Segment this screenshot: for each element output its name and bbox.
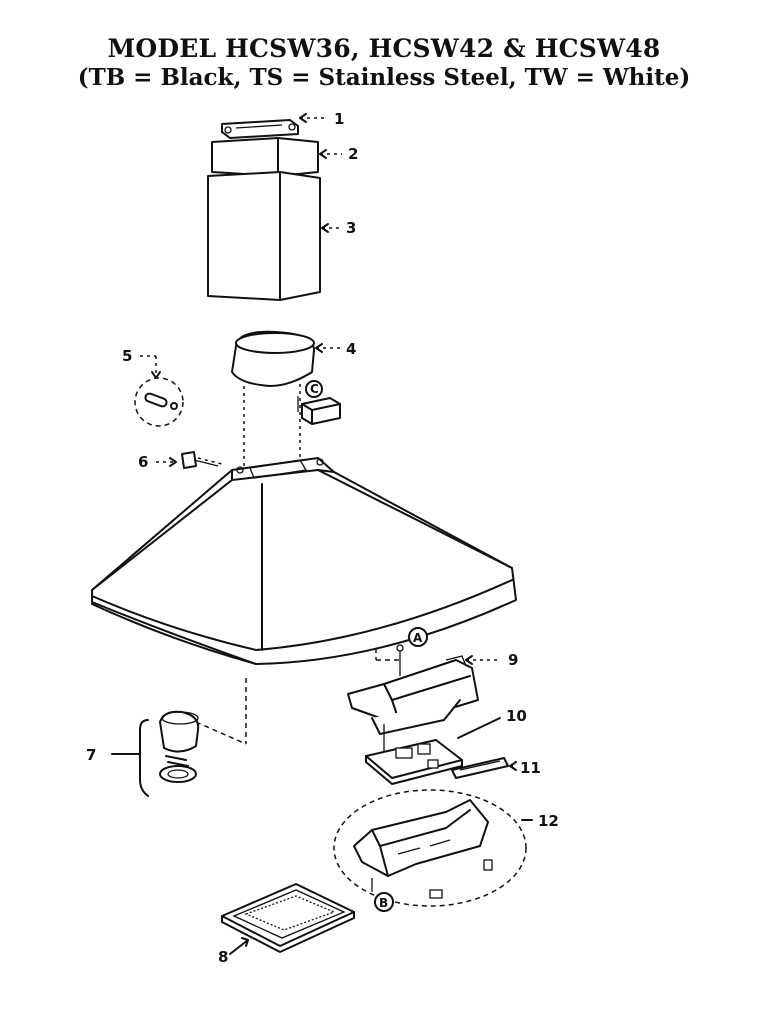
- callout-8: 8: [218, 948, 228, 966]
- part-10-control-board[interactable]: [365, 724, 463, 785]
- callout-11: 11: [520, 759, 541, 777]
- part-3-lower-chimney[interactable]: [207, 171, 321, 301]
- part-11-switch-strip[interactable]: [451, 757, 509, 779]
- part-2-upper-chimney[interactable]: [211, 137, 319, 177]
- connector-a-label: A: [413, 631, 423, 645]
- diagram-title: MODEL HCSW36, HCSW42 & HCSW48: [107, 34, 661, 63]
- part-8-grease-filter[interactable]: [221, 883, 355, 955]
- part-7-knob-assembly[interactable]: [111, 678, 247, 797]
- connector-a[interactable]: A: [375, 627, 428, 676]
- callout-3: 3: [346, 219, 356, 237]
- callout-4: 4: [346, 340, 356, 358]
- connector-b-label: B: [379, 896, 388, 910]
- callout-2: 2: [348, 145, 358, 163]
- callout-5: 5: [122, 347, 132, 365]
- part-5-screw-kit[interactable]: [134, 355, 184, 427]
- callout-10: 10: [506, 707, 527, 725]
- part-9-blower-housing[interactable]: [347, 655, 479, 735]
- part-1-bracket[interactable]: [221, 119, 299, 139]
- diagram-subtitle: (TB = Black, TS = Stainless Steel, TW = …: [77, 64, 691, 91]
- part-12-control-panel[interactable]: B: [333, 789, 527, 912]
- callout-7: 7: [86, 746, 96, 764]
- connector-c-label: C: [310, 382, 319, 396]
- callout-numbers: 1 2 3 4 5 6 7 8 9 10 11 12: [86, 110, 559, 966]
- leader-lines: [156, 113, 533, 821]
- hood-canopy[interactable]: [91, 457, 517, 665]
- callout-1: 1: [334, 110, 344, 128]
- part-4-blower-collar[interactable]: [231, 330, 315, 468]
- callout-9: 9: [508, 651, 518, 669]
- part-6-mounting-clip[interactable]: [181, 451, 223, 469]
- junction-box[interactable]: C: [297, 380, 341, 425]
- callout-12: 12: [538, 812, 559, 830]
- callout-6: 6: [138, 453, 148, 471]
